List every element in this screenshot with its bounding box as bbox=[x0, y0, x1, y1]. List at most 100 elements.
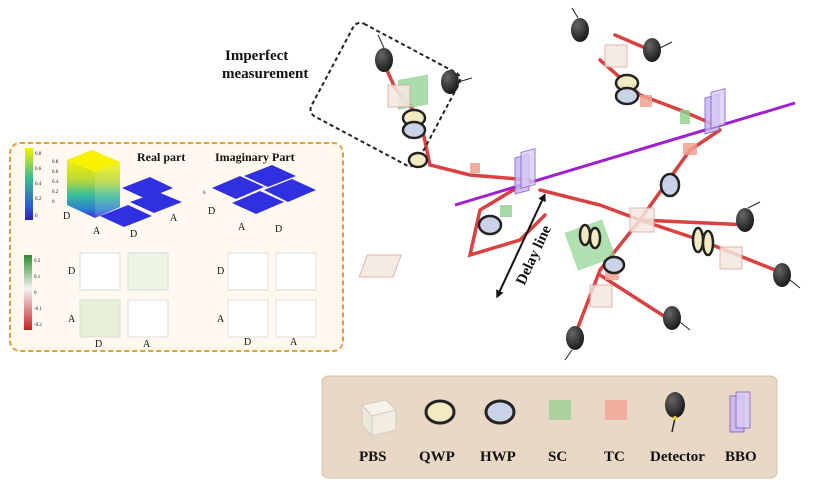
qwp-plate-icon bbox=[424, 399, 456, 425]
svg-text:D: D bbox=[217, 266, 224, 277]
legend-label-pbs: PBS bbox=[359, 449, 387, 465]
real-heatmap-2d: D A D A bbox=[68, 252, 169, 350]
detector-4 bbox=[643, 38, 673, 62]
real-label-d-left: D bbox=[63, 211, 70, 222]
beam-right-down bbox=[638, 128, 722, 222]
svg-text:D: D bbox=[95, 339, 102, 350]
real-colorbar-ticks: 0.8 0.6 0.4 0.2 0 bbox=[35, 152, 42, 219]
imperfect-measurement-box bbox=[309, 21, 462, 168]
detector-7 bbox=[564, 326, 584, 361]
sc-crystal-3 bbox=[500, 205, 512, 217]
detectors bbox=[375, 7, 801, 361]
legend-label-bbo: BBO bbox=[725, 449, 757, 465]
beam-bottom-path bbox=[573, 218, 642, 337]
svg-text:0: 0 bbox=[35, 214, 38, 219]
beam-lower bbox=[598, 273, 672, 322]
real-axis-ticks: 0.8 0.6 0.4 0.2 0 bbox=[52, 160, 59, 205]
bbo-crystal-icon bbox=[729, 391, 751, 433]
detector-icon bbox=[665, 392, 685, 433]
svg-text:0.2: 0.2 bbox=[35, 197, 42, 202]
detector-2 bbox=[441, 70, 473, 94]
imaginary-part-title: Imaginary Part bbox=[215, 150, 295, 164]
legend-label-detector: Detector bbox=[650, 449, 705, 465]
svg-text:D: D bbox=[68, 266, 75, 277]
svg-text:0.4: 0.4 bbox=[35, 182, 42, 187]
sc-crystal-2 bbox=[564, 219, 616, 271]
real-tile-da bbox=[122, 177, 173, 199]
imag-heatmap-2d: D A D A bbox=[217, 252, 317, 348]
signal-beams bbox=[378, 33, 782, 337]
svg-text:0.8: 0.8 bbox=[35, 152, 42, 157]
real-label-a-bottom: A bbox=[93, 226, 101, 237]
svg-text:0.2: 0.2 bbox=[52, 190, 59, 195]
real-part-title: Real part bbox=[137, 150, 185, 164]
legend-label-qwp: QWP bbox=[419, 449, 455, 465]
real-tile-aa bbox=[130, 192, 182, 213]
pump-beam bbox=[454, 101, 796, 207]
detector-3 bbox=[571, 7, 589, 42]
legend-label-sc: SC bbox=[548, 449, 567, 465]
beam-detector-right bbox=[638, 218, 752, 227]
svg-text:-0.2: -0.2 bbox=[34, 323, 42, 328]
imag-tile-ad bbox=[232, 191, 284, 214]
green-colorbar-ticks: 0.2 0.1 0 -0.1 -0.2 bbox=[34, 259, 42, 328]
imag-label-a-bottom: A bbox=[238, 222, 246, 233]
svg-text:0.6: 0.6 bbox=[35, 167, 42, 172]
svg-text:A: A bbox=[290, 337, 298, 348]
tc-crystal-2 bbox=[640, 95, 652, 107]
delay-line-label: Delay line bbox=[513, 223, 555, 288]
real-tile-ad bbox=[100, 205, 152, 227]
svg-text:A: A bbox=[68, 314, 76, 325]
svg-text:0.2: 0.2 bbox=[34, 259, 41, 264]
sc-crystal-icon bbox=[549, 400, 571, 420]
imag-label-d-left: D bbox=[208, 206, 215, 217]
detector-1 bbox=[375, 34, 393, 72]
delay-arrowhead-left bbox=[496, 289, 504, 299]
imag-tile-dd bbox=[212, 176, 264, 199]
beam-measurement-path bbox=[393, 86, 532, 182]
real-colorbar bbox=[25, 148, 33, 220]
green-red-colorbar bbox=[24, 255, 32, 330]
imag-tile-aa bbox=[264, 179, 316, 202]
svg-text:D: D bbox=[244, 337, 251, 348]
pbs-cube-icon bbox=[361, 399, 397, 438]
delay-arrow bbox=[498, 200, 543, 292]
svg-text:A: A bbox=[217, 314, 225, 325]
imperfect-measurement-label-line2: measurement bbox=[222, 66, 308, 82]
optical-table: Imperfect measurement Delay line bbox=[222, 7, 801, 361]
hwp-plate-icon bbox=[484, 399, 516, 425]
pbs-cubes bbox=[358, 44, 743, 308]
density-matrix-panel: Real part Imaginary Part 0.8 0.6 0.4 0.2… bbox=[9, 142, 344, 352]
imperfect-measurement-label-line1: Imperfect bbox=[225, 48, 288, 64]
legend-label-tc: TC bbox=[604, 449, 625, 465]
svg-text:0: 0 bbox=[52, 200, 55, 205]
real-part-plot: 0.8 0.6 0.4 0.2 0 D A D A bbox=[52, 150, 182, 240]
imag-label-d-bottom: D bbox=[275, 224, 282, 235]
real-label-d-bottom: D bbox=[130, 229, 137, 240]
svg-text:0.8: 0.8 bbox=[52, 160, 59, 165]
svg-text:-0.1: -0.1 bbox=[34, 307, 42, 312]
tc-crystal-icon bbox=[605, 400, 627, 420]
detector-6 bbox=[773, 263, 801, 289]
legend-label-hwp: HWP bbox=[480, 449, 516, 465]
svg-text:0.6: 0.6 bbox=[52, 170, 59, 175]
tc-crystal-1 bbox=[683, 143, 697, 155]
svg-text:0.4: 0.4 bbox=[52, 180, 59, 185]
delay-arrowhead-right bbox=[538, 193, 546, 203]
real-bar-dd-front bbox=[67, 160, 95, 218]
real-bar-dd-top bbox=[67, 150, 120, 172]
imag-axis-zero: 0 bbox=[203, 191, 206, 196]
bbo-crystal-center bbox=[514, 148, 536, 195]
detector-8 bbox=[663, 306, 691, 331]
detector-5 bbox=[736, 201, 761, 232]
svg-text:A: A bbox=[143, 339, 151, 350]
wave-plates bbox=[401, 73, 715, 275]
sc-crystal-4 bbox=[680, 110, 690, 124]
tc-crystal-3 bbox=[470, 163, 480, 173]
svg-text:0: 0 bbox=[34, 291, 37, 296]
bbo-crystal-right bbox=[704, 88, 726, 135]
imaginary-part-plot: 0 D A D bbox=[203, 165, 316, 235]
component-legend: PBS QWP HWP SC TC Detector BBO bbox=[321, 375, 778, 479]
real-label-a-right: A bbox=[170, 213, 178, 224]
